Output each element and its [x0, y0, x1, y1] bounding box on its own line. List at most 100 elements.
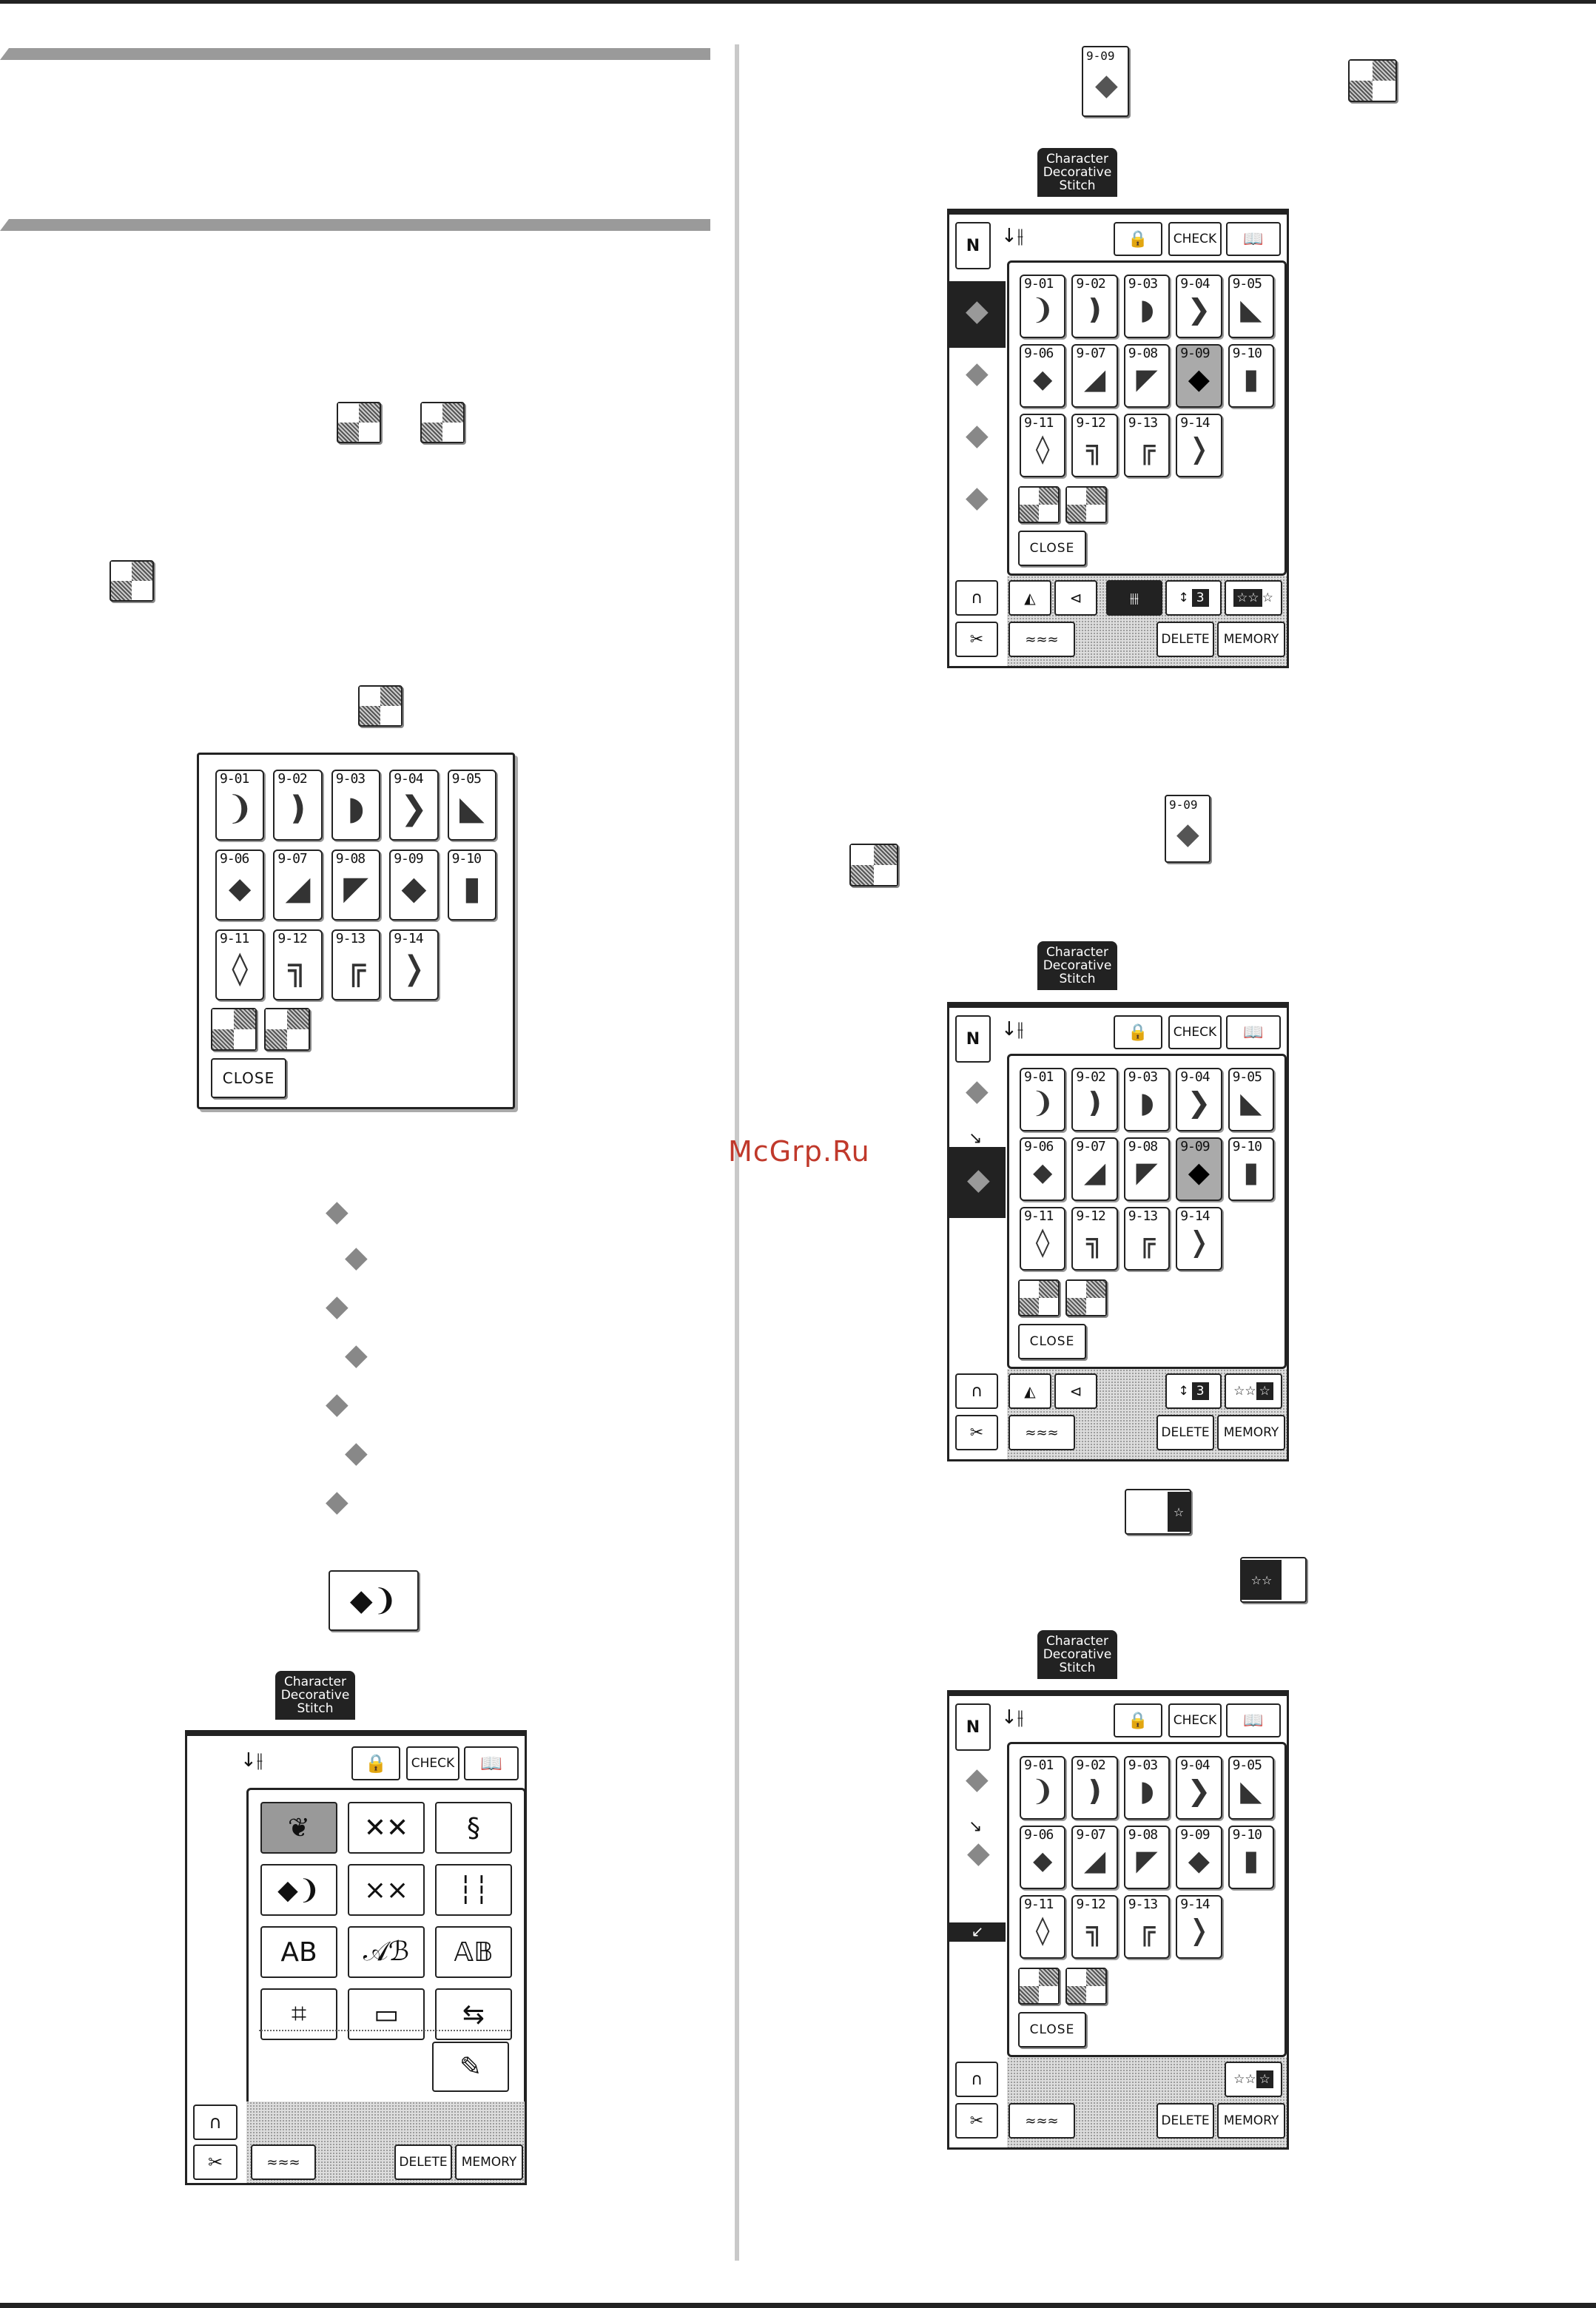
category-tile[interactable]: ┆┆ — [435, 1864, 512, 1916]
mirror-vertical-button[interactable]: ◭ — [1009, 1373, 1051, 1409]
stitch-tile[interactable]: 9-05◣ — [1228, 1068, 1274, 1131]
manual-button[interactable]: 📖 — [1226, 1015, 1281, 1049]
delete-button[interactable]: DELETE — [1156, 622, 1214, 657]
category-tile[interactable]: ⌗ — [260, 1988, 337, 2040]
stitch-tile-selected[interactable]: 9-09◆ — [1176, 1137, 1222, 1201]
lock-button[interactable]: 🔒 — [1114, 1015, 1162, 1049]
stitch-tile[interactable]: 9-14❭ — [389, 929, 439, 1000]
stitch-tile[interactable]: 9-04❯ — [1176, 1068, 1222, 1131]
close-button[interactable]: CLOSE — [1018, 531, 1086, 566]
delete-button[interactable]: DELETE — [394, 2144, 452, 2180]
category-tile[interactable]: ⨯⨯ — [348, 1864, 425, 1916]
stitch-tile[interactable]: 9-11◊ — [1020, 1895, 1066, 1959]
direction-down-left-button[interactable] — [1018, 1968, 1060, 2005]
stitch-tile[interactable]: 9-08◤ — [1123, 344, 1171, 408]
stitch-tile[interactable]: 9-12╗ — [1071, 414, 1118, 477]
mode-button[interactable]: N — [955, 1015, 991, 1063]
stitch-tile[interactable]: 9-02❫ — [1071, 275, 1118, 338]
stitch-tile[interactable]: 9-14❭ — [1176, 1207, 1222, 1271]
reverse-button[interactable]: ∩ — [955, 580, 998, 616]
tension-button[interactable]: ↕3 — [1165, 1373, 1222, 1409]
stitch-tile[interactable]: 9-12╗ — [273, 929, 323, 1000]
pattern-mode-button[interactable]: ☆☆☆ — [1225, 1373, 1282, 1409]
thread-cutter-button[interactable]: ✂ — [193, 2144, 238, 2180]
manual-button[interactable]: 📖 — [1226, 222, 1281, 256]
stitch-tile[interactable]: 9-07◢ — [273, 849, 323, 921]
stitch-tile[interactable]: 9-03◗ — [1123, 1756, 1171, 1820]
stitch-tile[interactable]: 9-01❩ — [1020, 1756, 1066, 1820]
category-tile[interactable]: 𝒜ℬ — [348, 1926, 425, 1978]
reverse-button[interactable]: ∩ — [955, 2062, 998, 2097]
check-button[interactable]: CHECK — [1168, 222, 1222, 256]
mode-button[interactable]: N — [955, 1703, 991, 1751]
stitch-tile[interactable]: 9-08◤ — [1123, 1137, 1171, 1201]
stitch-tile[interactable]: 9-06⬥ — [1020, 344, 1066, 408]
stitch-tile[interactable]: 9-03◗ — [331, 770, 381, 841]
mirror-vertical-button[interactable]: ◭ — [1009, 580, 1051, 616]
stitch-tile[interactable]: 9-07◢ — [1071, 344, 1118, 408]
stitch-tile[interactable]: 9-12╗ — [1071, 1207, 1118, 1271]
stitch-tile[interactable]: 9-02❫ — [1071, 1756, 1118, 1820]
stitch-preview-button[interactable]: ≈≈≈ — [1009, 622, 1075, 657]
manual-button[interactable]: 📖 — [464, 1746, 519, 1780]
thread-cutter-button[interactable]: ✂ — [955, 622, 998, 657]
reverse-button[interactable]: ∩ — [193, 2105, 238, 2140]
stitch-tile[interactable]: 9-04❯ — [389, 770, 439, 841]
delete-button[interactable]: DELETE — [1156, 1415, 1214, 1450]
direction-down-left-button[interactable] — [1018, 1279, 1060, 1316]
direction-down-right-button[interactable] — [1065, 486, 1107, 523]
stitch-tile[interactable]: 9-02❫ — [273, 770, 323, 841]
stitch-tile[interactable]: 9-06⬥ — [215, 849, 265, 921]
stitch-tile[interactable]: 9-07◢ — [1071, 1826, 1118, 1889]
stitch-tile[interactable]: 9-01❩ — [1020, 1068, 1066, 1131]
stitch-tile[interactable]: 9-06⬥ — [1020, 1137, 1066, 1201]
direction-down-right-button[interactable] — [264, 1008, 310, 1051]
close-button[interactable]: CLOSE — [1018, 1324, 1086, 1359]
memory-button[interactable]: MEMORY — [1217, 2103, 1285, 2139]
my-custom-stitch-button[interactable]: ✎ — [432, 2042, 509, 2092]
memory-button[interactable]: MEMORY — [455, 2144, 523, 2180]
check-button[interactable]: CHECK — [406, 1746, 459, 1780]
stitch-tile[interactable]: 9-01❩ — [1020, 275, 1066, 338]
stitch-tile[interactable]: 9-10▮ — [1228, 1826, 1274, 1889]
tension-button[interactable]: ↕3 — [1165, 580, 1222, 616]
stitch-tile[interactable]: 9-12╗ — [1071, 1895, 1118, 1959]
stitch-preview-button[interactable]: ≈≈≈ — [251, 2144, 316, 2180]
stitch-tile[interactable]: 9-14❭ — [1176, 414, 1222, 477]
direction-down-left-button[interactable] — [211, 1008, 257, 1051]
stitch-tile[interactable]: 9-03◗ — [1123, 1068, 1171, 1131]
memory-button[interactable]: MEMORY — [1217, 1415, 1285, 1450]
mirror-horizontal-button[interactable]: ⊲ — [1054, 580, 1097, 616]
stitch-tile-selected[interactable]: 9-09◆ — [1176, 344, 1222, 408]
stitch-tile[interactable]: 9-05◣ — [1228, 275, 1274, 338]
stitch-tile[interactable]: 9-08◤ — [331, 849, 381, 921]
category-tile[interactable]: AB — [260, 1926, 337, 1978]
mirror-horizontal-button[interactable]: ⊲ — [1054, 1373, 1097, 1409]
reverse-button[interactable]: ∩ — [955, 1373, 998, 1409]
stitch-tile[interactable]: 9-13╔ — [1123, 1895, 1171, 1959]
check-button[interactable]: CHECK — [1168, 1703, 1222, 1737]
stitch-tile[interactable]: 9-04❯ — [1176, 1756, 1222, 1820]
stitch-tile[interactable]: 9-07◢ — [1071, 1137, 1118, 1201]
stitch-tile[interactable]: 9-10▮ — [1228, 1137, 1274, 1201]
stitch-preview-button[interactable]: ≈≈≈ — [1009, 1415, 1075, 1450]
lock-button[interactable]: 🔒 — [1114, 1703, 1162, 1737]
close-button[interactable]: CLOSE — [211, 1058, 286, 1098]
category-tile[interactable]: 𝔸𝔹 — [435, 1926, 512, 1978]
stitch-tile[interactable]: 9-09◆ — [389, 849, 439, 921]
stitch-tile[interactable]: 9-08◤ — [1123, 1826, 1171, 1889]
thread-cutter-button[interactable]: ✂ — [955, 2103, 998, 2139]
stitch-tile[interactable]: 9-13╔ — [1123, 1207, 1171, 1271]
lock-button[interactable]: 🔒 — [1114, 222, 1162, 256]
thread-cutter-button[interactable]: ✂ — [955, 1415, 998, 1450]
lock-button[interactable]: 🔒 — [351, 1746, 400, 1780]
category-tile[interactable]: ❦ — [260, 1802, 337, 1854]
category-tile[interactable]: ▭ — [348, 1988, 425, 2040]
stitch-tile[interactable]: 9-05◣ — [447, 770, 496, 841]
memory-button[interactable]: MEMORY — [1217, 622, 1285, 657]
stitch-tile[interactable]: 9-10▮ — [1228, 344, 1274, 408]
category-tile[interactable]: ◆❩ — [260, 1864, 337, 1916]
close-button[interactable]: CLOSE — [1018, 2012, 1086, 2048]
stitch-tile[interactable]: 9-04❯ — [1176, 275, 1222, 338]
direction-down-left-button[interactable] — [1018, 486, 1060, 523]
